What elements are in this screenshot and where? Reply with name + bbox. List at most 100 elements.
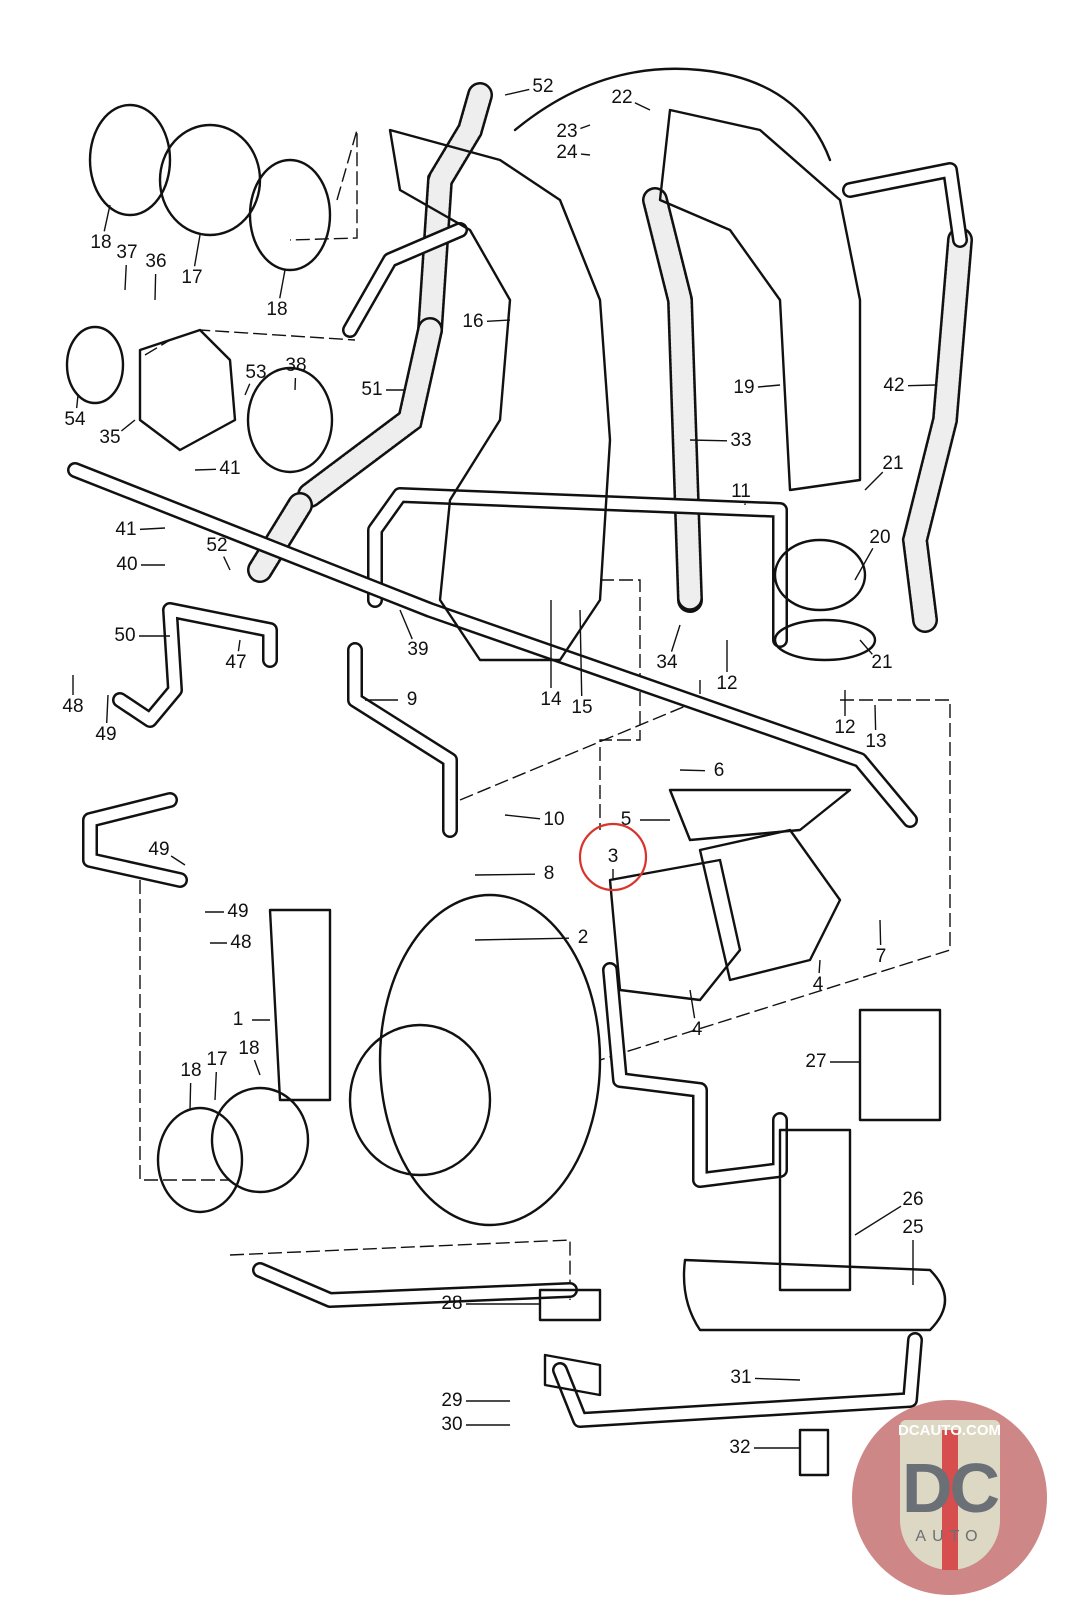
callout-4: 4 — [813, 974, 824, 995]
callout-9: 9 — [407, 689, 418, 710]
callout-52: 52 — [206, 535, 227, 556]
callout-31: 31 — [730, 1367, 751, 1388]
leader-line — [103, 204, 111, 232]
callout-35: 35 — [99, 427, 120, 448]
callout-4: 4 — [692, 1019, 703, 1040]
callout-52: 52 — [532, 76, 553, 97]
leader-line — [907, 384, 936, 387]
leader-line — [634, 102, 651, 111]
leader-line — [214, 1071, 218, 1101]
leader-line — [864, 471, 884, 491]
callout-41: 41 — [219, 458, 240, 479]
callout-39: 39 — [407, 639, 428, 660]
callout-18: 18 — [180, 1060, 201, 1081]
pipes-and-hoses — [67, 82, 973, 1428]
leader-line — [237, 639, 241, 652]
leader-line — [854, 547, 874, 581]
callout-14: 14 — [540, 689, 562, 710]
leader-line — [670, 624, 681, 652]
callout-21: 21 — [882, 453, 903, 474]
logo-text-top: DCAUTO.COM — [897, 1422, 1002, 1439]
leader-line — [120, 419, 136, 432]
leader-line — [689, 989, 696, 1019]
callout-41: 41 — [115, 519, 136, 540]
logo-stripe — [942, 1430, 958, 1570]
highlight-circle — [578, 822, 648, 892]
leader-line — [189, 1082, 192, 1111]
leader-line — [689, 439, 728, 442]
callout-18: 18 — [238, 1038, 259, 1059]
callout-49: 49 — [227, 901, 248, 922]
leader-line — [75, 394, 79, 409]
leader-line — [580, 153, 591, 156]
callout-3: 3 — [608, 846, 619, 867]
callout-18: 18 — [266, 299, 287, 320]
components — [65, 67, 947, 1477]
leader-line — [818, 959, 821, 974]
leader-line — [579, 609, 583, 697]
callout-50: 50 — [114, 625, 135, 646]
leader-line — [854, 1205, 902, 1236]
callout-38: 38 — [285, 355, 306, 376]
callout-37: 37 — [116, 242, 137, 263]
callout-40: 40 — [116, 554, 137, 575]
leader-line — [105, 694, 109, 724]
callout-48: 48 — [62, 696, 83, 717]
leader-line — [193, 234, 201, 267]
leader-line — [580, 124, 591, 130]
leader-line — [474, 937, 570, 941]
leader-line — [279, 269, 286, 299]
callout-36: 36 — [145, 251, 166, 272]
leader-line — [754, 1377, 801, 1381]
callout-8: 8 — [544, 863, 555, 884]
callout-17: 17 — [181, 267, 202, 288]
callout-24: 24 — [556, 142, 578, 163]
dashed-guides — [139, 129, 951, 1300]
callout-15: 15 — [571, 697, 592, 718]
callout-29: 29 — [441, 1390, 462, 1411]
callout-12: 12 — [716, 673, 737, 694]
leader-line — [244, 383, 251, 396]
callout-21: 21 — [871, 652, 892, 673]
callout-18: 18 — [90, 232, 111, 253]
callout-22: 22 — [611, 87, 632, 108]
leader-line — [399, 609, 413, 640]
callout-53: 53 — [245, 362, 266, 383]
leader-line — [757, 384, 781, 388]
leader-line — [253, 1059, 261, 1076]
leader-line — [139, 527, 166, 531]
callout-5: 5 — [621, 809, 632, 830]
callout-26: 26 — [902, 1189, 923, 1210]
dcauto-logo: DCAUTO.COM DC AUTO — [852, 1400, 1047, 1595]
callout-54: 54 — [64, 409, 86, 430]
callout-17: 17 — [206, 1049, 227, 1070]
callout-32: 32 — [729, 1437, 750, 1458]
callout-28: 28 — [441, 1293, 462, 1314]
callout-27: 27 — [805, 1051, 826, 1072]
callout-48: 48 — [230, 932, 251, 953]
leader-line — [679, 769, 706, 772]
callout-30: 30 — [441, 1414, 462, 1435]
callout-33: 33 — [730, 430, 751, 451]
callout-7: 7 — [876, 946, 887, 967]
logo-text-bottom: AUTO — [915, 1528, 984, 1545]
callout-11: 11 — [731, 481, 751, 502]
callout-20: 20 — [869, 527, 890, 548]
leader-line — [859, 639, 873, 655]
leader-line — [154, 273, 157, 301]
callout-49: 49 — [148, 839, 169, 860]
leader-line — [223, 556, 231, 571]
callout-16: 16 — [462, 311, 483, 332]
callout-10: 10 — [543, 809, 564, 830]
leader-line — [486, 319, 511, 323]
callout-47: 47 — [225, 652, 246, 673]
leader-lines — [72, 88, 936, 1449]
callout-13: 13 — [865, 731, 886, 752]
callout-1: 1 — [233, 1009, 244, 1030]
callout-23: 23 — [556, 121, 577, 142]
leader-line — [874, 704, 877, 731]
logo-text-main: DC — [901, 1449, 1000, 1527]
